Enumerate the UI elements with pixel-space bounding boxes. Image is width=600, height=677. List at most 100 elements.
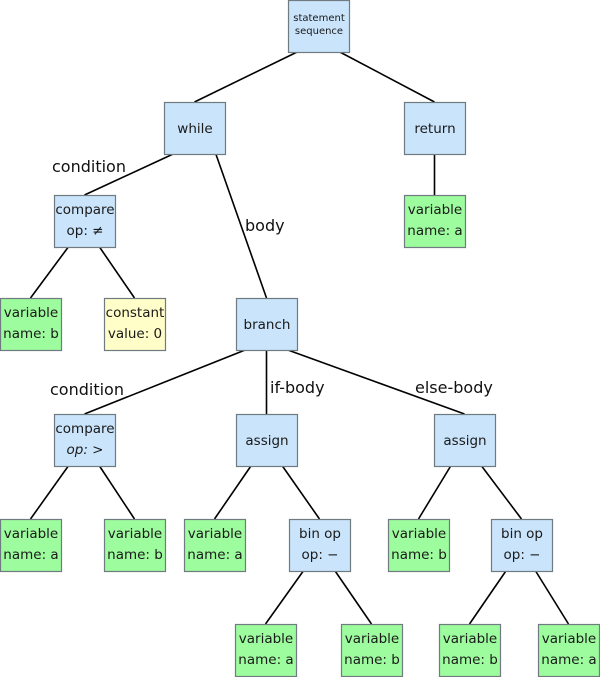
edge-branch-cmp2	[84, 349, 246, 415]
edge-label: body	[245, 216, 285, 235]
node-binop1: bin op op: −	[288, 518, 352, 573]
edge-cmp2-v3	[98, 465, 136, 520]
edge-label: if-body	[270, 378, 325, 397]
edge-binop2-v8	[468, 570, 507, 625]
node-text: variable	[108, 526, 162, 542]
inner-node-box	[235, 297, 299, 352]
node-text: name: b	[3, 326, 59, 342]
node-text: variable	[443, 631, 497, 647]
node-text: return	[414, 121, 455, 137]
edge-cmp2-v2	[29, 465, 69, 520]
node-text: variable	[239, 631, 293, 647]
node-while: while	[163, 101, 227, 156]
node-text: variable	[345, 631, 399, 647]
node-text: op: ≠	[67, 223, 104, 239]
inner-node-box	[163, 101, 227, 156]
edge-cmp1-v1	[29, 246, 69, 299]
variable-node-box	[403, 194, 467, 249]
inner-node-box	[235, 413, 299, 468]
node-text: bin op	[501, 526, 543, 542]
node-retvar: variable name: a	[403, 194, 467, 249]
inner-node-box	[287, 0, 351, 54]
inner-node-box	[433, 413, 497, 468]
variable-node-box	[183, 518, 247, 573]
node-branch: branch	[235, 297, 299, 352]
node-v7: variable name: b	[340, 623, 404, 677]
edge-while-branch	[215, 153, 268, 299]
edge-label: else-body	[415, 378, 493, 397]
node-text: assign	[443, 433, 486, 449]
edge-seq-while	[194, 51, 298, 103]
node-text: variable	[4, 526, 58, 542]
node-v9: variable name: a	[537, 623, 600, 677]
node-v6: variable name: a	[234, 623, 298, 677]
inner-node-box	[490, 518, 554, 573]
edge-assign2-v5	[417, 465, 452, 520]
variable-node-box	[340, 623, 404, 677]
node-text: name: a	[541, 652, 596, 668]
edge-cmp1-const	[98, 246, 136, 299]
variable-node-box	[438, 623, 502, 677]
edge-seq-return	[339, 51, 435, 103]
variable-node-box	[0, 518, 63, 573]
node-text: branch	[244, 317, 291, 333]
edge-binop1-v7	[334, 570, 373, 625]
node-text: op: −	[504, 547, 541, 563]
node-text: name: a	[238, 652, 293, 668]
edges	[29, 51, 570, 625]
variable-node-box	[387, 518, 451, 573]
node-text: name: a	[187, 547, 242, 563]
node-text: variable	[392, 526, 446, 542]
node-text: op: >	[67, 442, 104, 458]
node-binop2: bin op op: −	[490, 518, 554, 573]
edge-assign1-binop1	[281, 465, 321, 520]
node-seq: statement sequence	[287, 0, 351, 54]
edge-label: condition	[50, 380, 124, 399]
constant-node-box	[103, 297, 167, 352]
edge-assign2-binop2	[480, 465, 523, 520]
node-text: while	[177, 121, 212, 137]
node-text: name: b	[391, 547, 447, 563]
edge-labels: condition body condition if-body else-body	[50, 157, 493, 399]
node-text: variable	[4, 305, 58, 321]
node-text: compare	[55, 421, 114, 437]
node-text: name: b	[107, 547, 163, 563]
node-v2: variable name: a	[0, 518, 63, 573]
node-text: sequence	[295, 26, 343, 37]
inner-node-box	[288, 518, 352, 573]
edge-branch-assign2	[287, 349, 465, 415]
node-text: compare	[55, 202, 114, 218]
node-text: name: a	[3, 547, 58, 563]
inner-node-box	[403, 101, 467, 156]
edge-label: condition	[52, 157, 126, 176]
node-assign2: assign	[433, 413, 497, 468]
variable-node-box	[103, 518, 167, 573]
node-text: value: 0	[108, 326, 162, 342]
edge-assign1-v4	[213, 465, 252, 520]
node-text: constant	[106, 305, 165, 321]
edge-while-cmp1	[84, 153, 174, 196]
node-text: name: a	[407, 223, 462, 239]
node-text: variable	[188, 526, 242, 542]
node-v5: variable name: b	[387, 518, 451, 573]
variable-node-box	[537, 623, 600, 677]
node-text: assign	[245, 433, 288, 449]
node-text: name: b	[344, 652, 400, 668]
node-cmp1: compare op: ≠	[53, 194, 117, 249]
node-text: bin op	[299, 526, 341, 542]
node-text: variable	[408, 202, 462, 218]
node-text: op: −	[302, 547, 339, 563]
node-return: return	[403, 101, 467, 156]
edge-binop1-v6	[264, 570, 304, 625]
inner-node-box	[53, 194, 117, 249]
variable-node-box	[0, 297, 63, 352]
inner-node-box	[53, 413, 117, 468]
node-assign1: assign	[235, 413, 299, 468]
node-text: variable	[542, 631, 596, 647]
node-v1: variable name: b	[0, 297, 63, 352]
node-cmp2: compare op: >	[53, 413, 117, 468]
node-text: statement	[293, 13, 345, 24]
